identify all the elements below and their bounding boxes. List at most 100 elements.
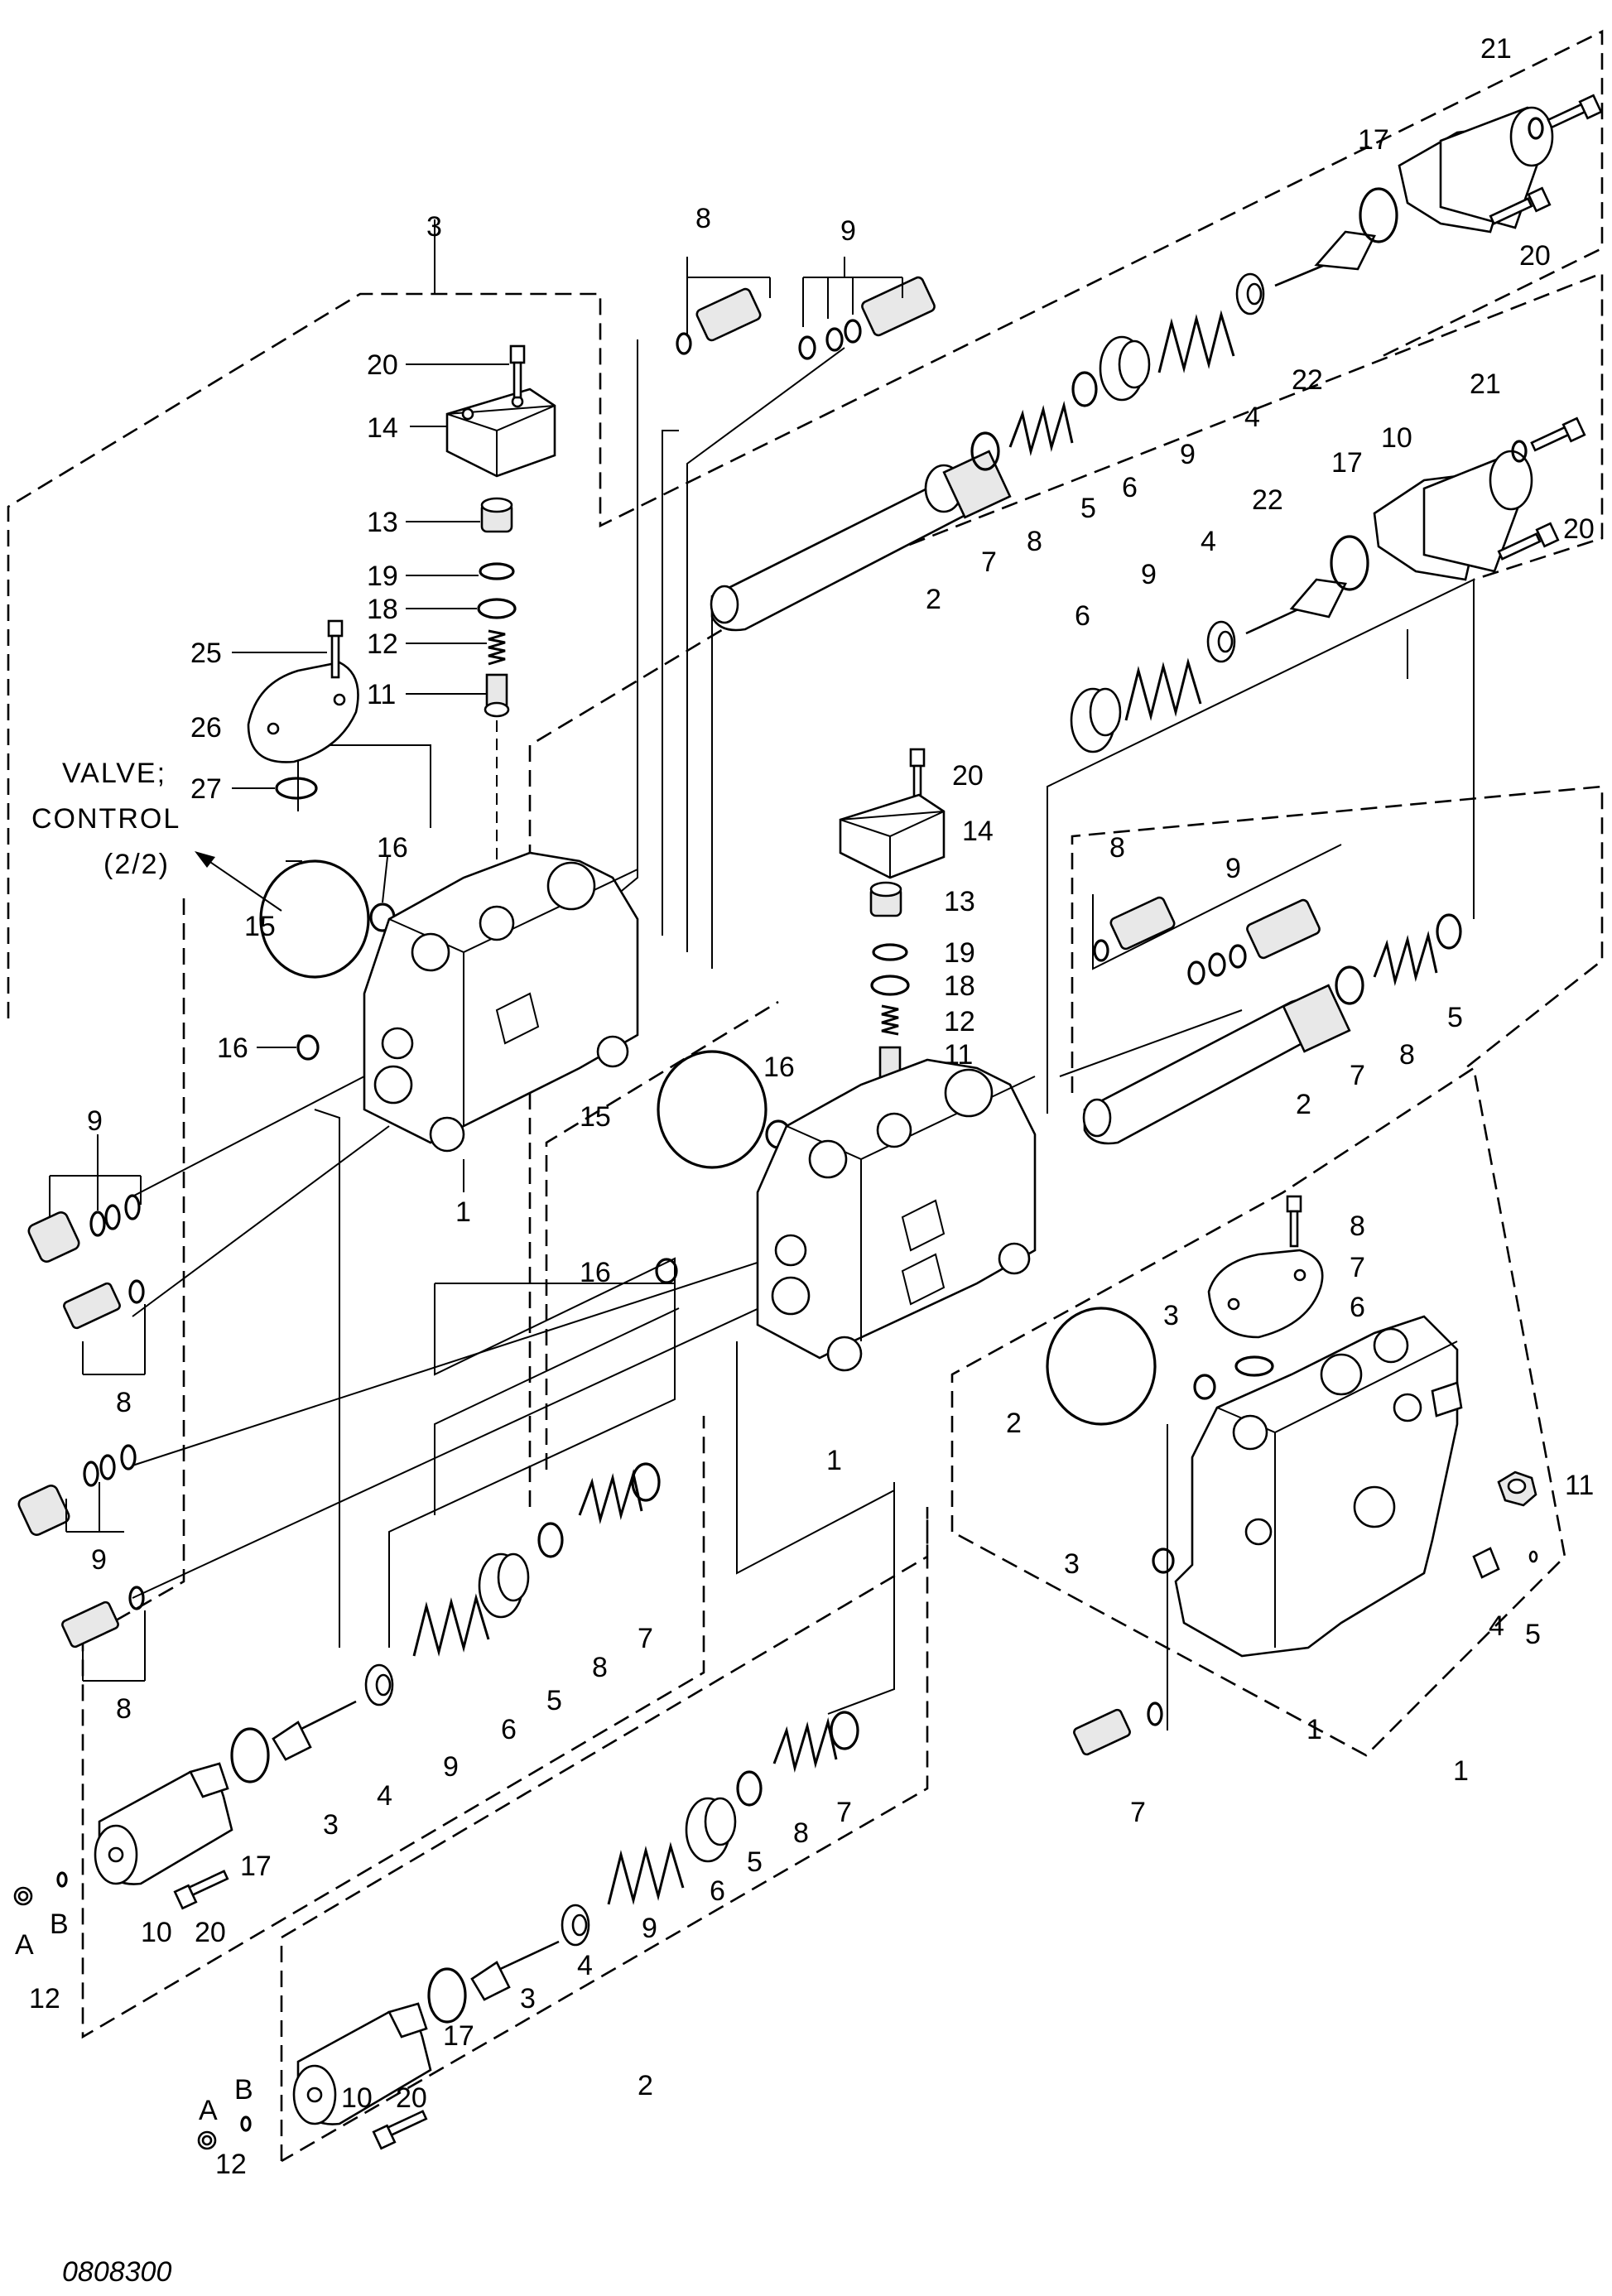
callout-11-right: 11 xyxy=(1565,1470,1594,1501)
o-ring-16-upper-left-side xyxy=(296,1034,320,1061)
callout-16-center-top: 16 xyxy=(763,1052,795,1083)
cover-7-right xyxy=(1207,1249,1324,1339)
valve-block-1-right xyxy=(1174,1315,1463,1658)
bolt-25 xyxy=(327,619,344,679)
callout-27: 27 xyxy=(190,773,222,805)
callout-1-right-outer: 1 xyxy=(1453,1755,1469,1787)
cover-plate-14-center xyxy=(839,793,946,879)
o-ring-6-right xyxy=(1234,1355,1274,1377)
assembly-2-boundary xyxy=(280,1507,929,2163)
retainer-6-top xyxy=(1099,335,1151,402)
callout-8-top: 8 xyxy=(695,203,711,234)
reference-arrow xyxy=(195,851,282,912)
callout-16-ul-top: 16 xyxy=(377,832,408,864)
spool-2-top xyxy=(710,450,1012,632)
callout-14-ul: 14 xyxy=(367,412,398,444)
upper-left-assembly xyxy=(17,344,639,1649)
callout-6-right: 6 xyxy=(1350,1292,1365,1323)
seat-4-top xyxy=(1235,272,1265,315)
spring-9-second xyxy=(1124,657,1202,721)
callout-18-ul: 18 xyxy=(367,594,398,625)
callout-26: 26 xyxy=(190,712,222,744)
callout-20-lower-mid: 20 xyxy=(396,2082,427,2114)
seat-5-lower-left xyxy=(537,1522,564,1558)
callout-2-right: 2 xyxy=(1006,1408,1022,1439)
plate-4-right xyxy=(1472,1547,1500,1579)
plug-7-right xyxy=(1073,1702,1163,1756)
valve-block-1-center xyxy=(756,1058,1037,1372)
o-ring-3-right-side xyxy=(1152,1548,1175,1574)
callout-1-center: 1 xyxy=(826,1445,842,1476)
callout-20-ul: 20 xyxy=(367,349,398,381)
callout-5-right: 5 xyxy=(1525,1619,1541,1650)
callout-9-second: 9 xyxy=(1141,559,1157,590)
callout-20-lower-left: 20 xyxy=(195,1917,226,1948)
top-spool-row xyxy=(676,94,1603,632)
callout-5-top: 5 xyxy=(1080,493,1096,524)
spring-8-lower-left xyxy=(578,1469,643,1524)
callout-10-second: 10 xyxy=(1381,422,1412,454)
callout-21-second: 21 xyxy=(1470,368,1501,400)
plug-13-center xyxy=(869,881,902,917)
assembly-3-boundary xyxy=(7,29,1604,1018)
callout-17-lower-left: 17 xyxy=(240,1851,272,1882)
cover-plate-14 xyxy=(445,387,556,478)
screw-5-right xyxy=(1528,1550,1538,1563)
callout-4-top: 4 xyxy=(1244,402,1260,433)
callout-20-center: 20 xyxy=(952,760,984,792)
callout-12-lower-mid: 12 xyxy=(215,2149,247,2180)
plunger-22-top xyxy=(1274,230,1376,287)
bolt-8-right xyxy=(1286,1195,1302,1248)
callout-A-lower-left: A xyxy=(15,1929,34,1961)
callout-leaders xyxy=(49,219,903,1682)
callout-5-lower-mid: 5 xyxy=(747,1846,763,1878)
callout-25: 25 xyxy=(190,638,222,669)
seat-5-center xyxy=(1436,913,1462,950)
plug-13-upper-left xyxy=(480,497,513,533)
callout-4-second: 4 xyxy=(1201,526,1216,557)
o-ring-17-lower-mid xyxy=(427,1967,467,2024)
callout-15-ul: 15 xyxy=(244,911,276,942)
callout-9-lower-left: 9 xyxy=(443,1751,459,1783)
callout-8-center: 8 xyxy=(1109,832,1125,864)
seat-7-lower-left xyxy=(631,1462,661,1502)
cover-10-lower-mid xyxy=(292,2002,432,2125)
o-ring-15-center xyxy=(657,1050,768,1169)
callout-18-center: 18 xyxy=(944,970,975,1002)
callout-12-ul: 12 xyxy=(367,628,398,660)
plug-8-left-lower xyxy=(61,1586,145,1649)
bolt-20-top xyxy=(1489,186,1552,225)
assembly-1-boundary xyxy=(950,1066,1566,1757)
assembly-right-spool-boundary xyxy=(1071,785,1604,1093)
plunger-22-second xyxy=(1245,578,1347,635)
callout-7-lower-left: 7 xyxy=(638,1623,653,1654)
callout-14-center: 14 xyxy=(962,816,994,847)
seat-4-second xyxy=(1206,620,1236,663)
callout-7-right: 7 xyxy=(1350,1252,1365,1283)
seat-5-top xyxy=(1071,371,1098,407)
nut-11-right xyxy=(1497,1470,1537,1507)
retainer-6-lower-mid xyxy=(685,1797,737,1863)
callout-3-upper: 3 xyxy=(426,211,442,243)
callout-numbers: 3 8 9 20 14 13 19 18 12 11 25 26 27 16 1… xyxy=(15,33,1595,2180)
callout-11-ul: 11 xyxy=(367,679,396,710)
plug-8-center xyxy=(1093,896,1176,962)
callout-3-lower-mid: 3 xyxy=(520,1983,536,2014)
callout-6-lower-mid: 6 xyxy=(710,1875,725,1907)
callout-8-left-upper: 8 xyxy=(116,1387,132,1418)
spring-8-lower-mid xyxy=(772,1717,838,1773)
callout-8-lower-mid: 8 xyxy=(793,1817,809,1849)
callout-16-center-side: 16 xyxy=(580,1257,611,1288)
o-ring-3-right-top xyxy=(1193,1374,1216,1400)
callout-3-lower-left: 3 xyxy=(323,1809,339,1841)
seat-4-lower-left xyxy=(364,1663,394,1706)
callout-19-ul: 19 xyxy=(367,561,398,592)
reference-line-2: CONTROL xyxy=(31,803,180,835)
callout-9-left-upper: 9 xyxy=(87,1105,103,1137)
valve-block-1-upper-left xyxy=(363,851,639,1153)
bolt-21-second xyxy=(1511,416,1586,463)
lower-left-spool-section xyxy=(13,1462,661,1910)
bolt-20-center xyxy=(909,748,926,801)
plug-12-lower-left xyxy=(13,1871,68,1906)
